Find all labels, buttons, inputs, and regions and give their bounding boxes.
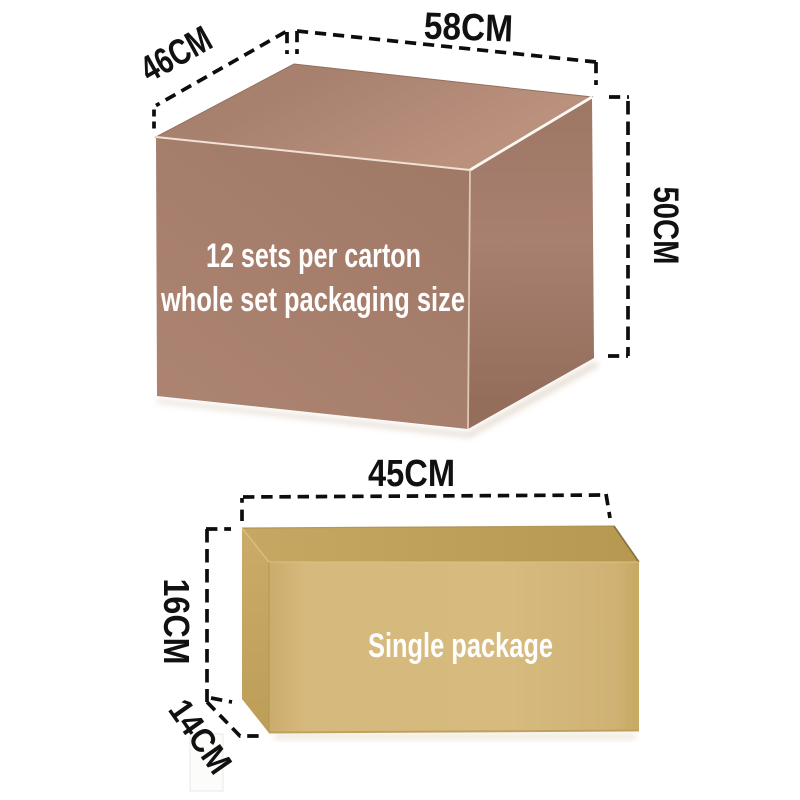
svg-text:50CM: 50CM (646, 187, 685, 265)
svg-text:14CM: 14CM (161, 692, 239, 781)
svg-text:16CM: 16CM (156, 579, 197, 665)
svg-text:12 sets per carton: 12 sets per carton (206, 237, 421, 275)
svg-text:Single package: Single package (368, 627, 553, 665)
svg-text:58CM: 58CM (423, 5, 513, 50)
svg-text:whole set packaging size: whole set packaging size (160, 281, 465, 319)
svg-text:45CM: 45CM (368, 453, 455, 495)
